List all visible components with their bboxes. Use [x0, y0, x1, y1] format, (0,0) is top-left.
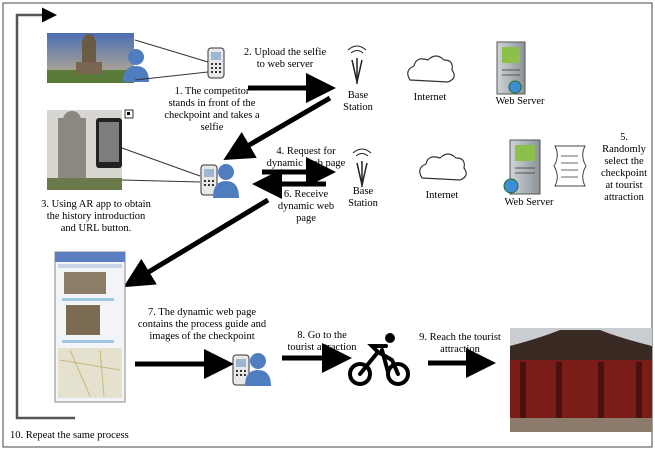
smartphone-icon [232, 354, 250, 386]
internet-label: Internet [425, 190, 459, 201]
web-server-label: Web Server [504, 197, 554, 208]
base-station-icon [352, 148, 372, 187]
link-line [121, 179, 201, 183]
smartphone-icon [207, 47, 225, 79]
web-server-icon [496, 41, 526, 95]
step-10-label: 10. Repeat the same process [10, 430, 129, 441]
buddha-photo [47, 33, 134, 83]
base-station-icon [347, 45, 367, 84]
internet-cloud-icon [419, 153, 467, 181]
internet-label: Internet [413, 92, 447, 103]
web-server-label: Web Server [495, 96, 545, 107]
document-icon [553, 145, 587, 187]
delivery-arrow [123, 197, 270, 288]
competitor-person-icon [123, 49, 149, 82]
web-server-icon [503, 139, 541, 195]
competitor-person-icon [213, 164, 239, 198]
response-arrow [223, 95, 332, 161]
smartphone-icon [200, 164, 218, 196]
ar-app-photo [47, 110, 122, 190]
internet-cloud-icon [407, 55, 455, 83]
cyclist-icon [348, 333, 410, 386]
link-line [134, 39, 209, 63]
link-line [134, 71, 209, 81]
competitor-person-icon [245, 353, 271, 386]
tourist-attraction-photo [510, 328, 652, 432]
link-line [121, 147, 201, 177]
qr-code-icon [124, 109, 134, 119]
repeat-loop-arrow [15, 7, 75, 420]
dynamic-web-page-screenshot [54, 251, 126, 403]
